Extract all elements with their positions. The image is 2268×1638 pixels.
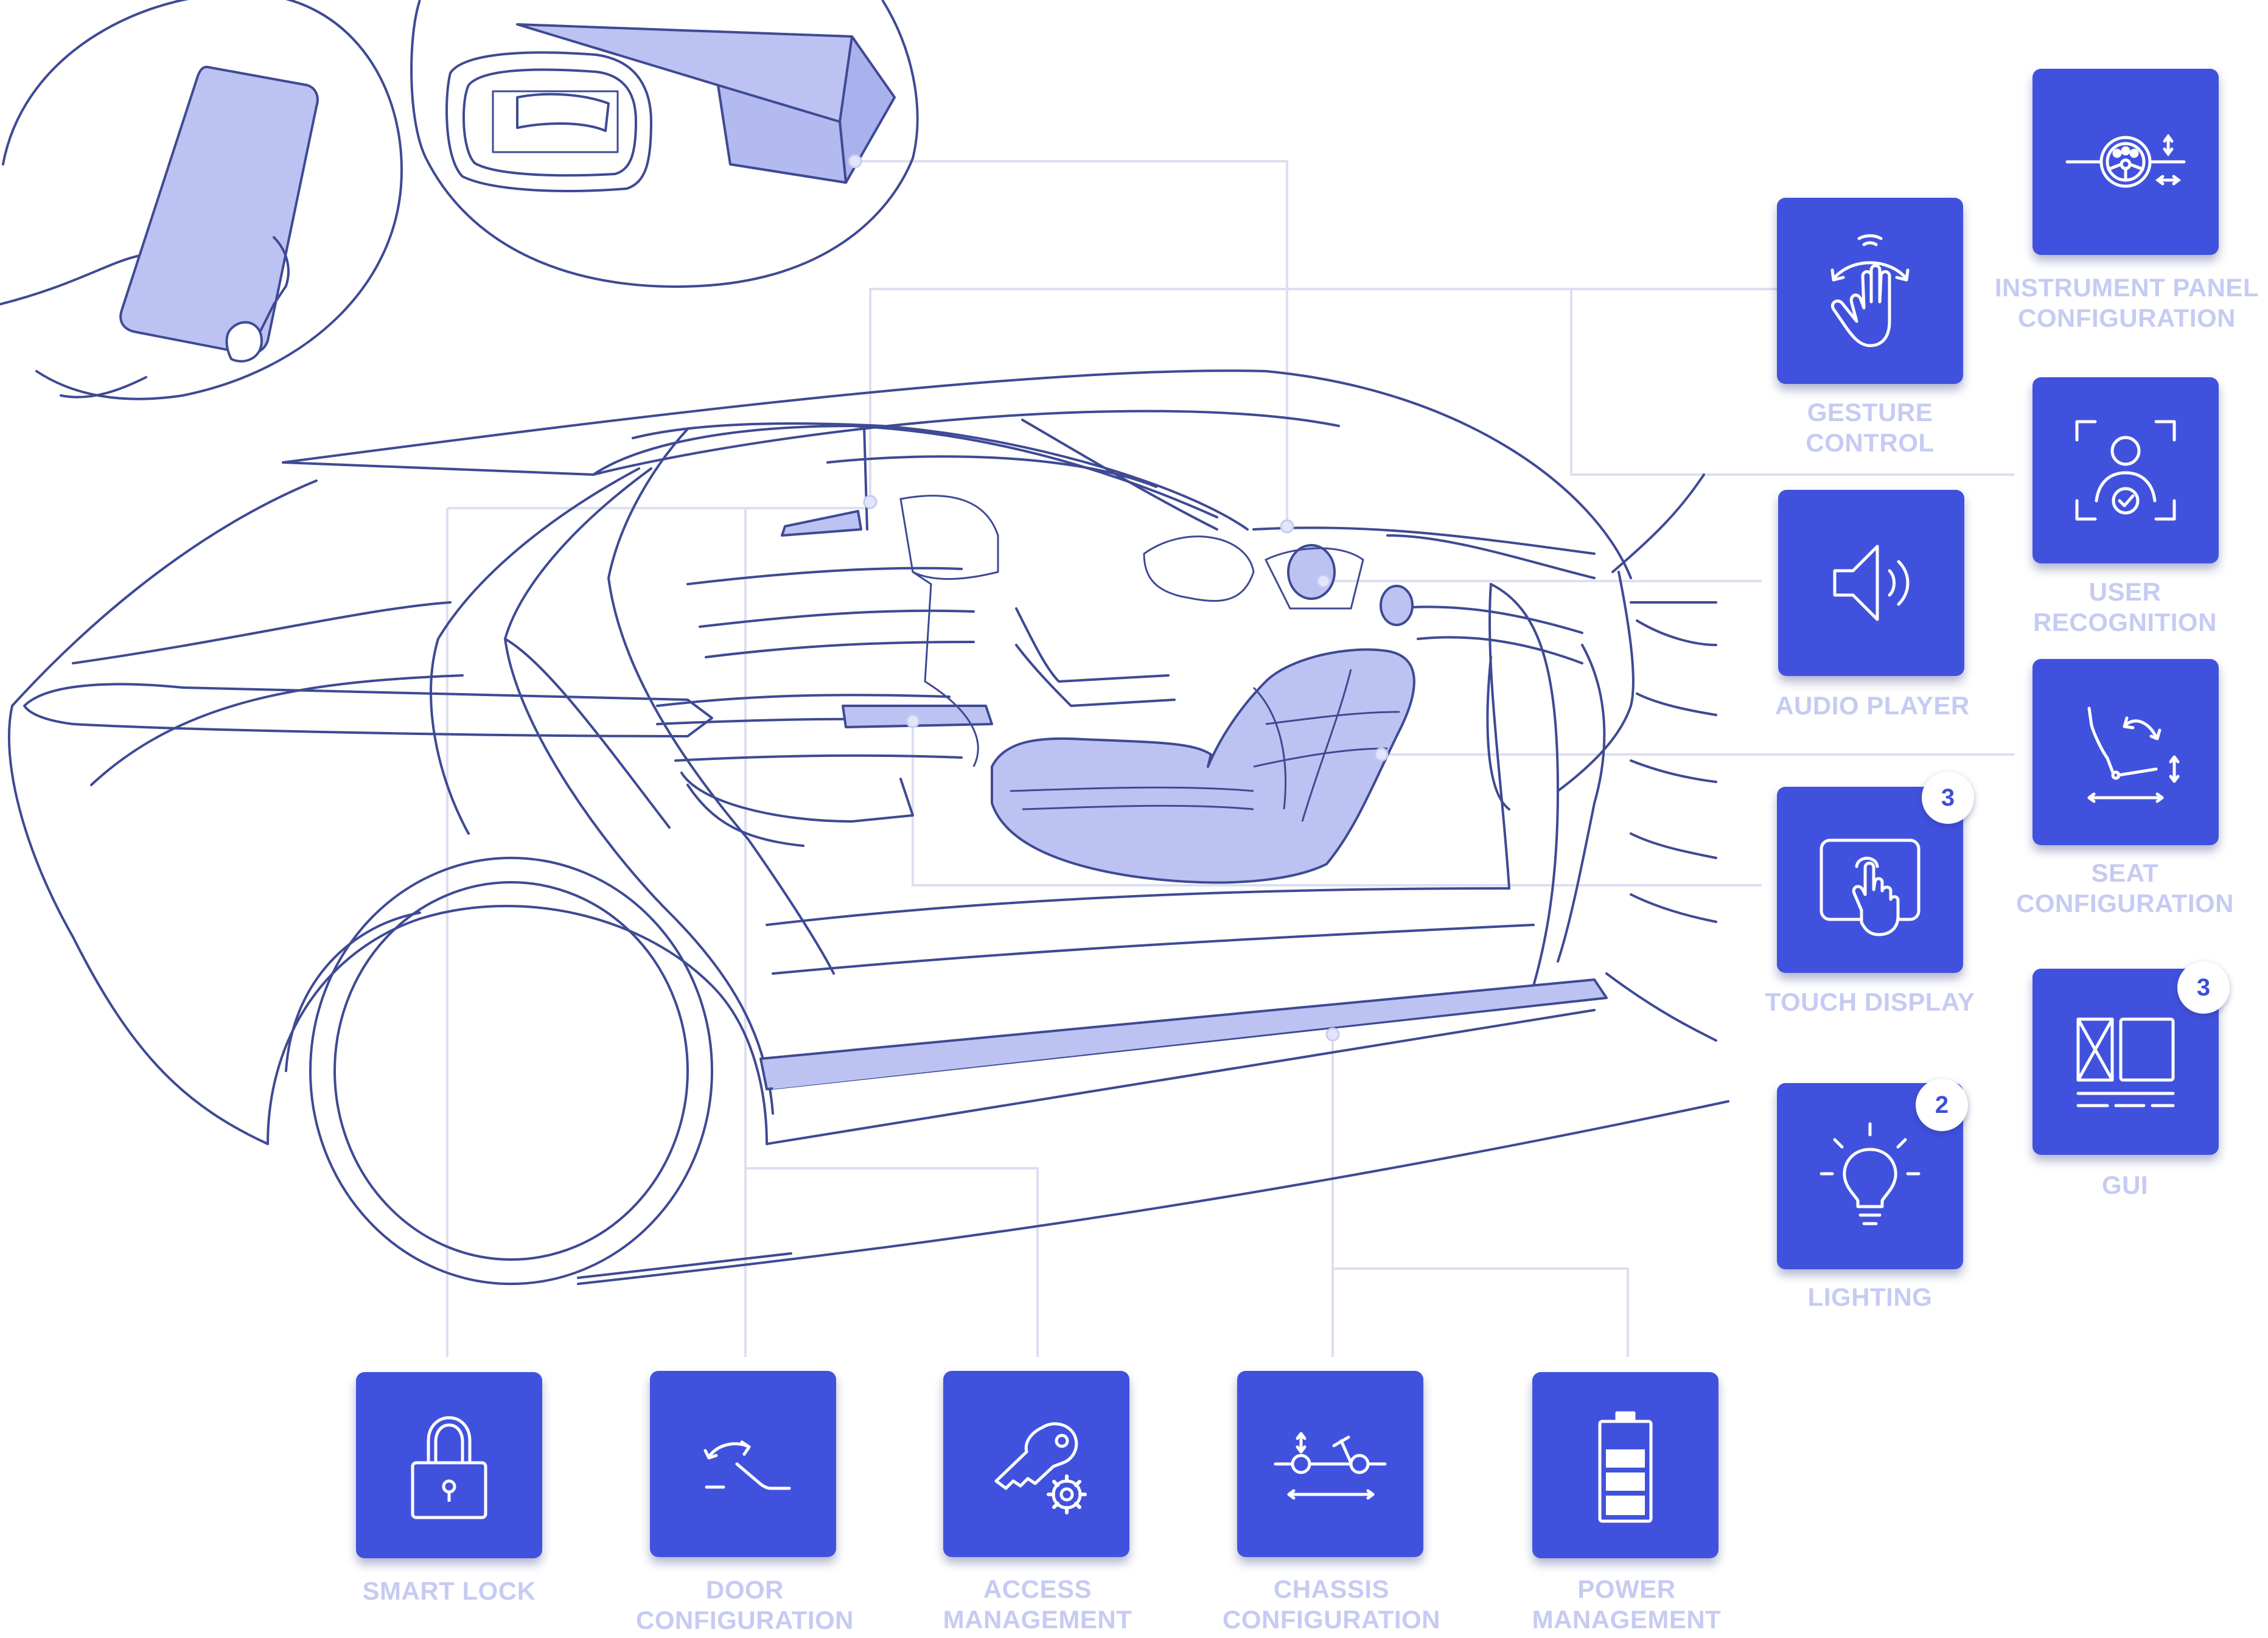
- door-configuration-tile[interactable]: [650, 1371, 836, 1557]
- smart-lock-caption: SMART LOCK: [309, 1576, 589, 1606]
- seat-configuration-label-2: CONFIGURATION: [2015, 889, 2235, 918]
- battery-icon: [1598, 1411, 1653, 1523]
- chassis-configuration-label-1: CHASSIS: [1273, 1575, 1390, 1603]
- smart-lock-label-1: SMART LOCK: [362, 1577, 536, 1605]
- power-management-caption: POWER MANAGEMENT: [1487, 1574, 1767, 1635]
- lighting-caption: LIGHTING: [1730, 1282, 2010, 1312]
- power-management-tile[interactable]: [1532, 1372, 1718, 1558]
- user-recognition-label-2: RECOGNITION: [2033, 608, 2217, 636]
- access-management-tile[interactable]: [943, 1371, 1129, 1557]
- audio-player-tile[interactable]: [1778, 490, 1964, 676]
- chassis-configuration-label-2: CONFIGURATION: [1222, 1605, 1441, 1634]
- instrument-panel-caption: INSTRUMENT PANEL CONFIGURATION: [1987, 273, 2267, 333]
- power-management-label-2: MANAGEMENT: [1532, 1605, 1722, 1634]
- phone-inset: [0, 0, 403, 400]
- key-gear-icon: [994, 1422, 1087, 1514]
- user-recognition-tile[interactable]: [2032, 377, 2219, 563]
- face-recognition-icon: [2075, 420, 2176, 521]
- touch-display-badge: 3: [1922, 772, 1974, 824]
- door-configuration-caption: DOOR CONFIGURATION: [605, 1575, 885, 1636]
- seat-configuration-label-1: SEAT: [2091, 859, 2159, 887]
- access-management-label-2: MANAGEMENT: [943, 1605, 1132, 1634]
- speaker-icon: [1833, 545, 1910, 621]
- light-bulb-icon: [1820, 1122, 1921, 1225]
- gui-caption: GUI: [1985, 1170, 2265, 1201]
- gesture-control-caption: GESTURE CONTROL: [1730, 397, 2010, 458]
- gui-badge: 3: [2177, 961, 2230, 1014]
- chassis-configuration-tile[interactable]: [1237, 1371, 1423, 1557]
- instrument-panel-label-2: CONFIGURATION: [2017, 304, 2236, 332]
- door-handle-inset: [410, 0, 919, 288]
- instrument-panel-label-1: INSTRUMENT PANEL: [1994, 273, 2259, 302]
- car-outline: [7, 369, 1729, 1285]
- steering-wheel-icon: [2065, 133, 2186, 188]
- gesture-control-label-1: GESTURE: [1807, 398, 1933, 427]
- chassis-icon: [1274, 1432, 1387, 1500]
- audio-player-label-1: AUDIO PLAYER: [1775, 691, 1970, 720]
- gui-tile[interactable]: [2032, 969, 2219, 1155]
- door-open-icon: [703, 1440, 791, 1490]
- gui-label-1: GUI: [2101, 1171, 2149, 1199]
- door-configuration-label-1: DOOR: [706, 1575, 784, 1604]
- gesture-control-label-2: CONTROL: [1806, 428, 1935, 457]
- user-recognition-caption: USER RECOGNITION: [1985, 577, 2265, 638]
- seat-configuration-tile[interactable]: [2032, 659, 2219, 845]
- power-management-label-1: POWER: [1577, 1575, 1676, 1603]
- door-configuration-label-2: CONFIGURATION: [635, 1606, 854, 1634]
- instrument-panel-tile[interactable]: [2032, 69, 2219, 255]
- seat-lines: [899, 495, 1400, 822]
- hand-gesture-icon: [1830, 234, 1910, 347]
- gesture-control-tile[interactable]: [1777, 198, 1963, 384]
- seat-adjust-icon: [2087, 706, 2180, 803]
- connector-lines: [446, 160, 2014, 1357]
- lighting-badge: 2: [1916, 1079, 1968, 1131]
- connector-dots: [848, 154, 1389, 1042]
- touch-display-label-1: TOUCH DISPLAY: [1765, 988, 1975, 1016]
- padlock-icon: [411, 1416, 487, 1519]
- touch-display-caption: TOUCH DISPLAY: [1730, 987, 2010, 1017]
- user-recognition-label-1: USER: [2088, 577, 2162, 606]
- touch-screen-icon: [1820, 838, 1921, 936]
- chassis-configuration-caption: CHASSIS CONFIGURATION: [1192, 1574, 1471, 1635]
- gui-layout-icon: [2076, 1017, 2175, 1107]
- lighting-label-1: LIGHTING: [1807, 1283, 1933, 1311]
- access-management-label-1: ACCESS: [983, 1575, 1092, 1603]
- seat-configuration-caption: SEAT CONFIGURATION: [1985, 858, 2265, 919]
- smart-lock-tile[interactable]: [356, 1372, 542, 1558]
- access-management-caption: ACCESS MANAGEMENT: [898, 1574, 1178, 1635]
- audio-player-caption: AUDIO PLAYER: [1732, 691, 2012, 721]
